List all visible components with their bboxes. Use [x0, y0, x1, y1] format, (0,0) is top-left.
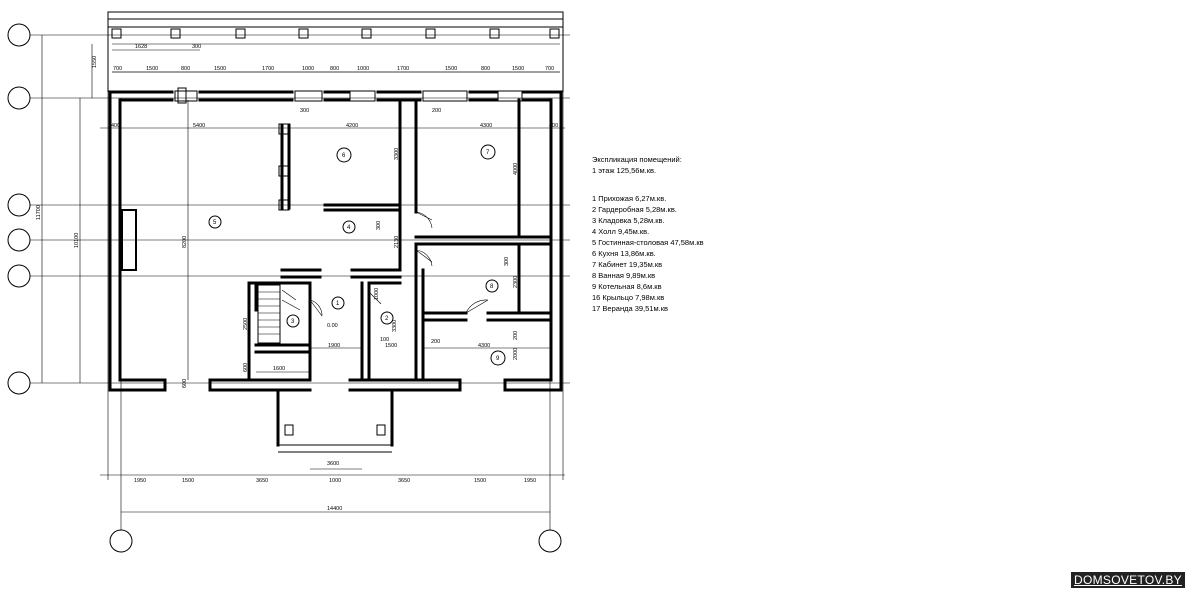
explication-title: Экспликация помещений: [592, 155, 682, 164]
room-entry: 4 Холл 9,45м.кв. [592, 227, 650, 236]
dim-inner-0: 400 [111, 123, 120, 129]
dim-bottom-4: 3650 [398, 478, 410, 484]
dim-ib-4: 200 [431, 339, 440, 345]
room-entry: 17 Веранда 39,51м.кв [592, 304, 668, 313]
dim-int-7: 2000 [513, 348, 519, 360]
room-entry: 8 Ванная 9,89м.кв [592, 271, 656, 280]
room-explication: Экспликация помещений: 1 этаж 125,56м.кв… [592, 154, 704, 314]
dim-row2-3: 1500 [214, 66, 226, 72]
dim-top-2: 300 [192, 44, 201, 50]
dim-ib-2: 100 [380, 337, 389, 343]
doors [281, 211, 489, 317]
room-number-2: 2 [385, 316, 389, 322]
dim-ib-5: 4300 [478, 343, 490, 349]
dim-row2-0: 700 [113, 66, 122, 72]
room-entry: 5 Гостинная-столовая 47,58м.кв [592, 238, 704, 247]
dim-inner-1: 5400 [193, 123, 205, 129]
room-number-6: 6 [342, 153, 346, 159]
fireplace [121, 209, 137, 271]
dim-left-4: 600 [182, 379, 188, 388]
room-entry: 3 Кладовка 5,28м.кв. [592, 216, 665, 225]
staircase [257, 284, 281, 344]
room-number-5: 5 [213, 220, 217, 226]
dim-bottom-2: 3650 [256, 478, 268, 484]
dim-porch: 3600 [327, 461, 339, 467]
dim-left-3: 8200 [182, 236, 188, 248]
room-entry: 6 Кухня 13,86м.кв. [592, 249, 656, 258]
room-number-1: 1 [336, 301, 340, 307]
veranda [107, 11, 564, 92]
dim-int-11: 300 [504, 257, 510, 266]
dim-int-3: 4000 [513, 163, 519, 175]
room-entry: 1 Прихожая 6,27м.кв. [592, 194, 667, 203]
axis-markers [7, 23, 562, 553]
dim-row2-9: 1500 [445, 66, 457, 72]
dim-int-6: 200 [513, 331, 519, 340]
dim-bottom-1: 1500 [182, 478, 194, 484]
room-number-3: 3 [291, 319, 295, 325]
dimension-lines [41, 35, 565, 513]
dim-door-area: 0.00 [327, 323, 338, 329]
dim-inner-2: 300 [300, 108, 309, 114]
dim-row2-5: 1000 [302, 66, 314, 72]
outer-walls [108, 90, 563, 392]
dim-bottom-5: 1500 [474, 478, 486, 484]
dim-int-5: 2300 [513, 276, 519, 288]
interior-walls [247, 98, 553, 382]
dim-int-0: 3300 [394, 148, 400, 160]
dim-int-1: 300 [376, 221, 382, 230]
dim-left-0: 1550 [92, 56, 98, 68]
dim-inner-6: 400 [549, 123, 558, 129]
dim-int-8: 2500 [243, 318, 249, 330]
dim-row2-8: 1700 [397, 66, 409, 72]
dim-row2-4: 1700 [262, 66, 274, 72]
room-number-4: 4 [347, 225, 351, 231]
dim-bottom-6: 1950 [524, 478, 536, 484]
room-number-8: 8 [490, 284, 494, 290]
dim-inner-5: 4300 [480, 123, 492, 129]
dim-row2-12: 700 [545, 66, 554, 72]
room-markers: 1 2 3 4 5 6 7 8 9 [208, 144, 506, 366]
dim-ib-0: 1600 [273, 366, 285, 372]
dim-row2-1: 1500 [146, 66, 158, 72]
dim-bottom-3: 1000 [329, 478, 341, 484]
dim-ib-3: 1500 [385, 343, 397, 349]
dim-top-1: 1628 [135, 44, 147, 50]
room-entry: 2 Гардеробная 5,28м.кв. [592, 205, 677, 214]
dim-row2-6: 800 [330, 66, 339, 72]
room-entry: 7 Кабинет 19,35м.кв [592, 260, 663, 269]
dim-inner-4: 200 [432, 108, 441, 114]
room-number-7: 7 [486, 150, 490, 156]
room-number-9: 9 [496, 356, 500, 362]
dim-total: 14400 [327, 506, 342, 512]
dim-int-9: 600 [243, 363, 249, 372]
room-entry: 9 Котельная 8,6м.кв [592, 282, 662, 291]
dim-row2-10: 800 [481, 66, 490, 72]
dim-inner-3: 4200 [346, 123, 358, 129]
dim-int-2: 2130 [394, 236, 400, 248]
room-entry: 16 Крыльцо 7,98м.кв [592, 293, 665, 302]
dim-int-4: 3300 [392, 320, 398, 332]
porch [276, 388, 394, 453]
dim-int-12: 1000 [374, 288, 380, 300]
dim-left-2: 10100 [74, 233, 80, 248]
dim-row2-11: 1500 [512, 66, 524, 72]
dim-ib-1: 1900 [328, 343, 340, 349]
explication-subtitle: 1 этаж 125,56м.кв. [592, 166, 657, 175]
dim-row2-7: 1000 [357, 66, 369, 72]
dim-left-1: 11700 [36, 205, 42, 220]
watermark-link[interactable]: DOMSOVETOV.BY [1071, 572, 1185, 588]
dim-bottom-0: 1950 [134, 478, 146, 484]
top-wall [128, 87, 543, 104]
dim-row2-2: 800 [181, 66, 190, 72]
dimension-labels: 1628 300 700 1500 800 1500 1700 1000 800… [36, 44, 558, 512]
